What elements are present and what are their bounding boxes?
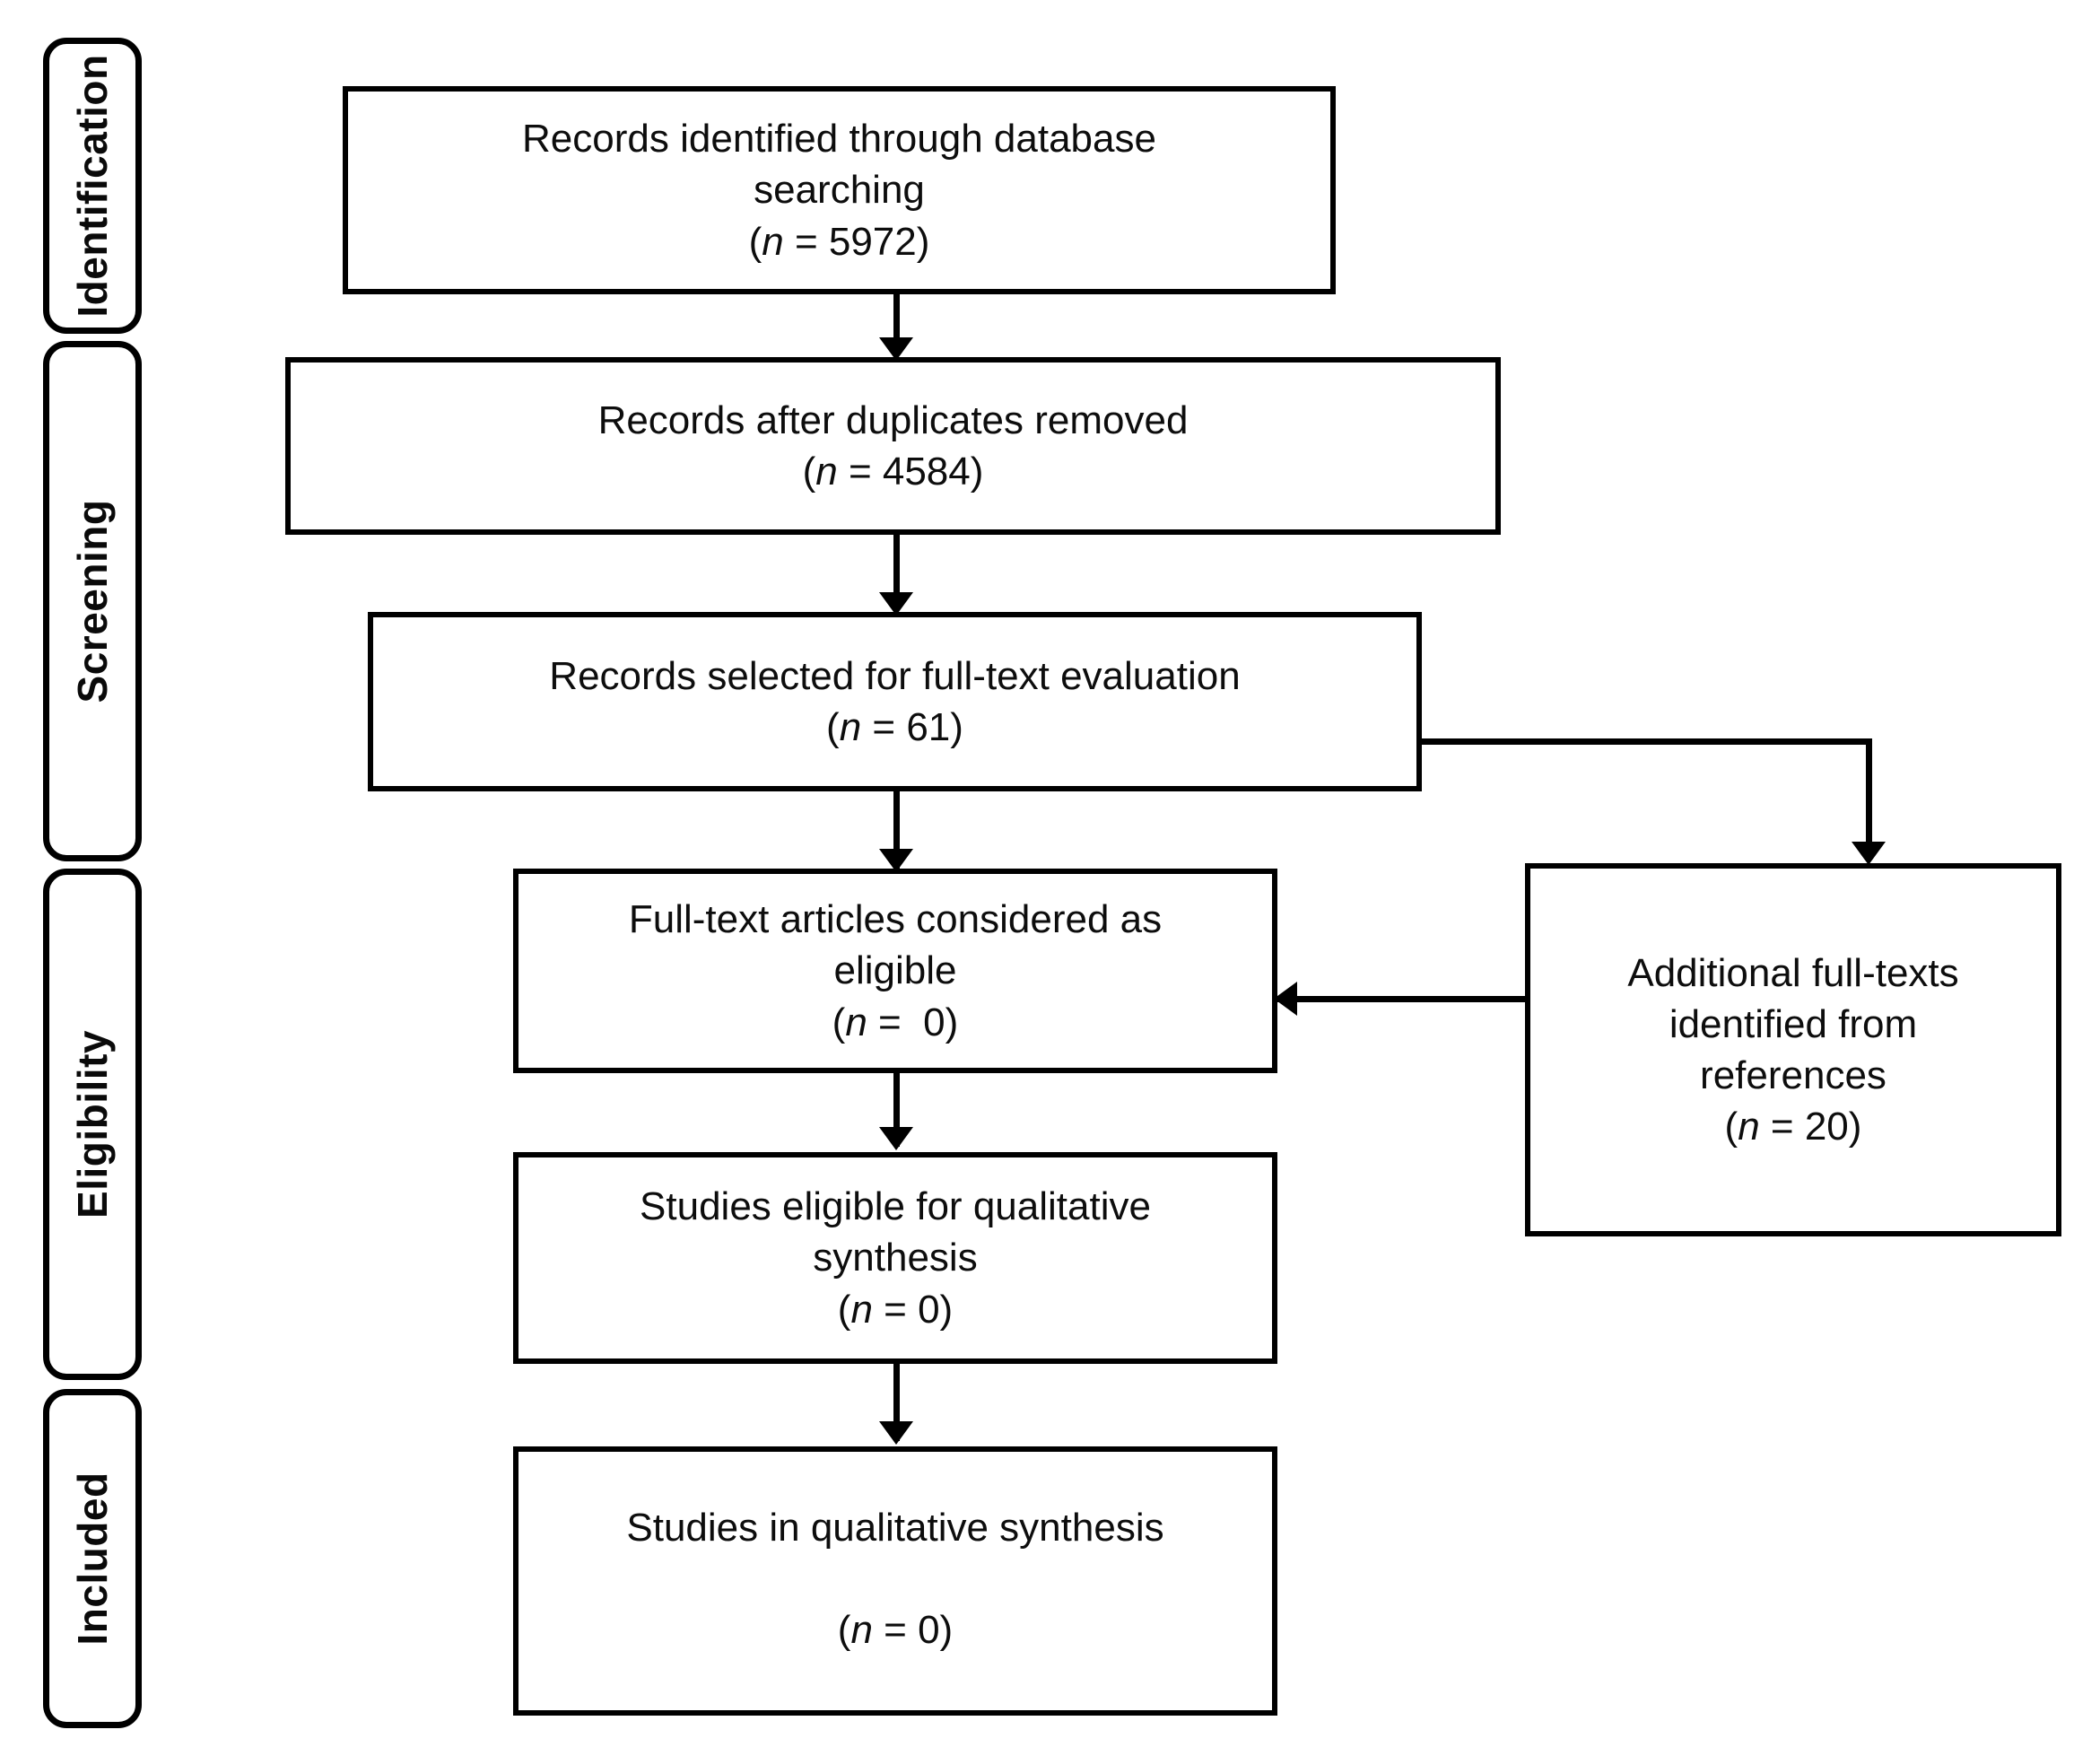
connector-additional-to-fulltext-eligible: [1277, 996, 1527, 1002]
box-additional-fulltexts: Additional full-texts identified from re…: [1525, 863, 2061, 1236]
arrow-duplicates-to-selected: [879, 592, 913, 616]
box-additional-fulltexts-line2: identified from: [1669, 1001, 1918, 1046]
box-studies-eligible-qualitative-line1: Studies eligible for qualitative: [640, 1184, 1151, 1229]
box-records-selected-fulltext-line1: Records selected for full-text evaluatio…: [549, 653, 1241, 698]
box-studies-in-qualitative-spacer: [531, 1553, 1259, 1604]
arrow-additional-to-fulltext-eligible: [1274, 982, 1297, 1016]
box-records-identified: Records identified through database sear…: [343, 86, 1336, 294]
box-studies-in-qualitative-count: (n = 0): [837, 1608, 954, 1653]
box-records-after-duplicates: Records after duplicates removed (n = 45…: [285, 357, 1501, 535]
arrow-studies-eligible-to-included: [879, 1421, 913, 1445]
stage-identification: Identification: [43, 38, 142, 334]
stage-screening: Screening: [43, 341, 142, 861]
box-records-after-duplicates-count: (n = 4584): [802, 450, 984, 494]
box-studies-in-qualitative-line1: Studies in qualitative synthesis: [626, 1506, 1164, 1550]
stage-included: Included: [43, 1389, 142, 1728]
box-fulltext-eligible-line1: Full-text articles considered as: [628, 897, 1163, 942]
arrow-selected-to-eligible: [879, 849, 913, 872]
arrow-identified-to-duplicates: [879, 337, 913, 361]
box-studies-in-qualitative: Studies in qualitative synthesis (n = 0): [513, 1446, 1277, 1716]
connector-selected-to-additional-horizontal: [1422, 738, 1872, 745]
arrow-eligible-to-studies-eligible: [879, 1127, 913, 1150]
stage-screening-label: Screening: [69, 499, 116, 703]
box-fulltext-eligible-count: (n = 0): [832, 1000, 959, 1044]
connector-duplicates-to-selected: [893, 535, 900, 607]
connector-eligible-to-studies-eligible: [893, 1073, 900, 1147]
box-records-identified-line2: searching: [754, 168, 925, 213]
box-records-selected-fulltext: Records selected for full-text evaluatio…: [368, 612, 1422, 791]
box-fulltext-eligible-line2: eligible: [833, 948, 957, 993]
box-additional-fulltexts-line3: references: [1700, 1053, 1887, 1097]
stage-eligibility: Eligibility: [43, 869, 142, 1380]
arrow-selected-to-additional: [1852, 842, 1886, 865]
stage-eligibility-label: Eligibility: [69, 1030, 116, 1219]
box-studies-eligible-qualitative-count: (n = 0): [837, 1287, 954, 1332]
connector-studies-eligible-to-included: [893, 1364, 900, 1441]
box-records-identified-line1: Records identified through database: [522, 117, 1156, 162]
box-additional-fulltexts-line1: Additional full-texts: [1627, 950, 1959, 995]
box-additional-fulltexts-count: (n = 20): [1724, 1105, 1862, 1149]
connector-selected-to-eligible: [893, 791, 900, 869]
connector-identified-to-duplicates: [893, 294, 900, 348]
box-studies-eligible-qualitative: Studies eligible for qualitative synthes…: [513, 1152, 1277, 1364]
box-records-after-duplicates-line1: Records after duplicates removed: [597, 397, 1189, 442]
box-records-identified-count: (n = 5972): [748, 219, 930, 264]
box-records-selected-fulltext-count: (n = 61): [826, 705, 963, 749]
connector-selected-to-additional-vertical: [1866, 738, 1872, 855]
stage-identification-label: Identification: [69, 54, 116, 318]
stage-included-label: Included: [69, 1472, 116, 1646]
box-studies-eligible-qualitative-line2: synthesis: [813, 1236, 978, 1280]
box-fulltext-eligible: Full-text articles considered as eligibl…: [513, 869, 1277, 1073]
